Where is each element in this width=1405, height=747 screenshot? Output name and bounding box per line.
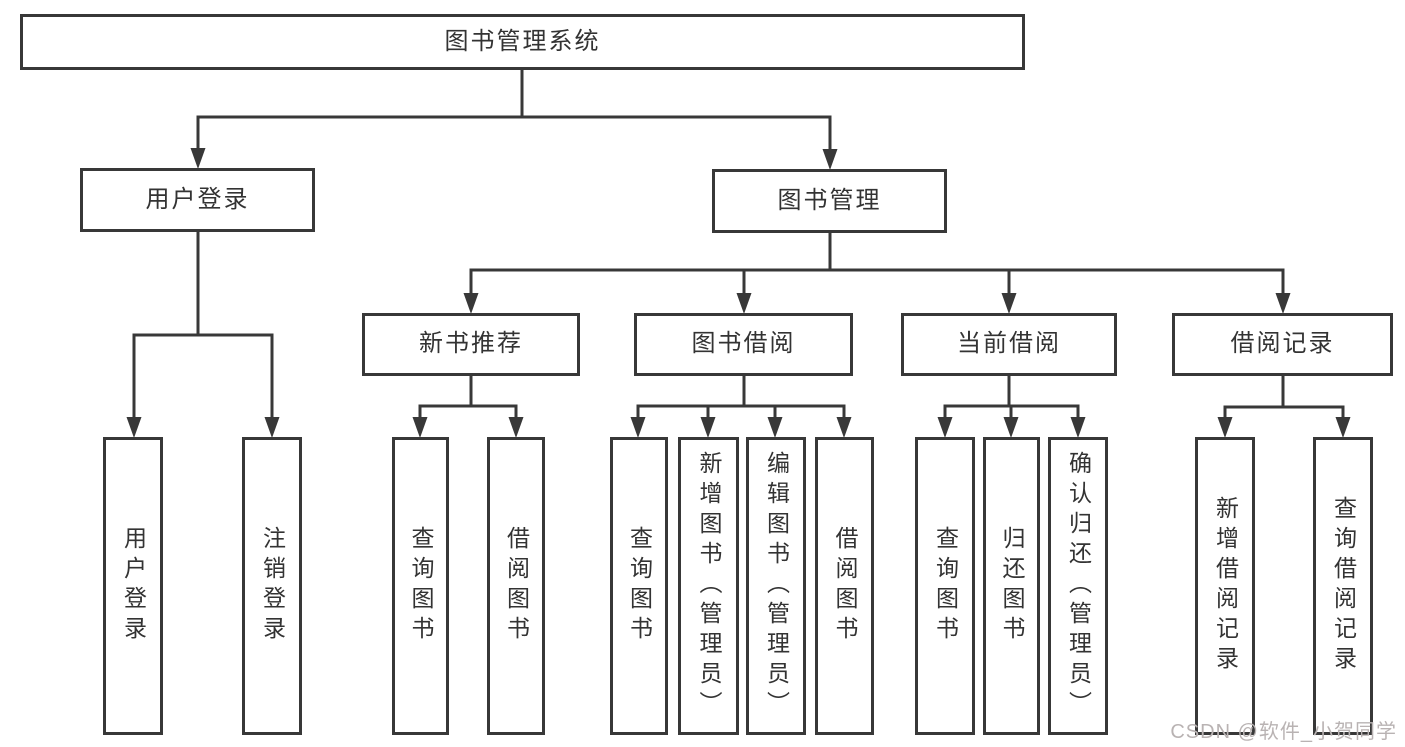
leaf-query-borrow-record: 查询借阅记录: [1313, 437, 1373, 735]
leaf-query-books-borrow: 查询图书: [610, 437, 668, 735]
leaf-user-login: 用户登录: [103, 437, 163, 735]
node-book-mgmt: 图书管理: [712, 169, 947, 233]
node-borrow-records: 借阅记录: [1172, 313, 1393, 376]
watermark: CSDN @软件_小贺同学: [1170, 721, 1397, 743]
leaf-return-book: 归还图书: [983, 437, 1040, 735]
node-book-borrow: 图书借阅: [634, 313, 853, 376]
leaf-add-book-admin: 新增图书（管理员）: [678, 437, 739, 735]
node-current-borrow: 当前借阅: [901, 313, 1117, 376]
leaf-add-borrow-record: 新增借阅记录: [1195, 437, 1255, 735]
leaf-query-books-current: 查询图书: [915, 437, 975, 735]
node-new-books: 新书推荐: [362, 313, 580, 376]
leaf-confirm-return-admin: 确认归还（管理员）: [1048, 437, 1108, 735]
leaf-query-books-recommend: 查询图书: [392, 437, 449, 735]
leaf-edit-book-admin: 编辑图书（管理员）: [746, 437, 806, 735]
node-root: 图书管理系统: [20, 14, 1025, 70]
arrowheads: [126, 148, 1351, 438]
node-user-login: 用户登录: [80, 168, 315, 232]
leaf-logout: 注销登录: [242, 437, 302, 735]
leaf-borrow-books: 借阅图书: [815, 437, 874, 735]
leaf-borrow-books-recommend: 借阅图书: [487, 437, 545, 735]
